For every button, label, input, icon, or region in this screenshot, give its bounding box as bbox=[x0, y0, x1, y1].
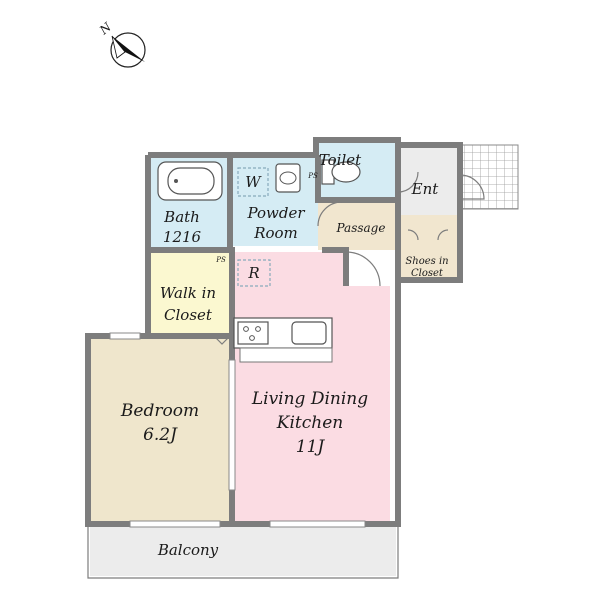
walk-in-closet-label-1: Walk in bbox=[160, 284, 216, 302]
ldk-area bbox=[232, 252, 390, 522]
ent-area bbox=[398, 145, 460, 215]
washer-label: W bbox=[245, 173, 262, 191]
toilet-label: Toilet bbox=[319, 151, 362, 169]
north-arrow-icon: N bbox=[96, 20, 146, 68]
ldk-label-1: Living Dining bbox=[251, 389, 368, 409]
ps-mid-label: PS bbox=[215, 256, 226, 264]
bath-label: Bath bbox=[163, 208, 200, 226]
windows bbox=[109, 332, 366, 528]
ps-top-label: PS bbox=[307, 172, 318, 180]
walk-in-closet-area bbox=[150, 252, 230, 338]
powder-room-label-2: Room bbox=[253, 224, 298, 242]
door-swings bbox=[213, 171, 485, 345]
powder-room-label-1: Powder bbox=[246, 204, 305, 222]
bedroom-label: Bedroom bbox=[120, 401, 199, 421]
balcony-area bbox=[90, 526, 396, 576]
bath-size-label: 1216 bbox=[163, 228, 202, 246]
sink-icon bbox=[275, 163, 301, 193]
powder-area bbox=[228, 158, 320, 246]
ent-label: Ent bbox=[411, 180, 440, 198]
passage-area bbox=[318, 200, 398, 250]
fridge-label: R bbox=[247, 264, 259, 282]
bathtub-icon bbox=[157, 161, 223, 201]
compass-label: N bbox=[96, 20, 114, 38]
washer-icon bbox=[237, 167, 269, 197]
shoes-closet-label-1: Shoes in bbox=[405, 256, 448, 267]
kitchen-counter bbox=[233, 317, 333, 363]
walk-in-closet-label-2: Closet bbox=[164, 306, 213, 324]
ldk-size-label: 11J bbox=[296, 437, 326, 457]
bedroom-size-label: 6.2J bbox=[143, 425, 178, 445]
bedroom-area bbox=[90, 338, 232, 522]
fridge-icon bbox=[237, 259, 271, 287]
toilet-icon bbox=[321, 159, 361, 185]
shoes-closet-area bbox=[398, 215, 458, 277]
shoes-closet-label-2: Closet bbox=[411, 268, 444, 279]
passage-label: Passage bbox=[336, 221, 386, 235]
balcony-label: Balcony bbox=[157, 541, 219, 559]
ldk-label-2: Kitchen bbox=[276, 413, 343, 433]
